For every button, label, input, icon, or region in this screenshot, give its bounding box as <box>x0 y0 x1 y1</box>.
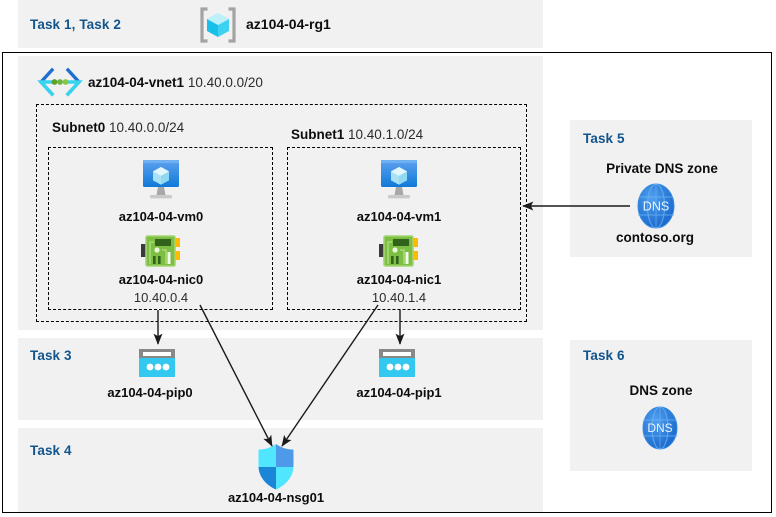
network-security-group-shield-icon <box>256 443 296 491</box>
virtual-machine-icon <box>135 157 187 203</box>
vm1-name: az104-04-vm1 <box>356 209 442 224</box>
nic0-name: az104-04-nic0 <box>118 272 204 287</box>
vm0-name: az104-04-vm0 <box>118 209 204 224</box>
task6-label: Task 6 <box>583 348 625 363</box>
task4-label: Task 4 <box>30 443 72 458</box>
task5-zone-name: contoso.org <box>616 230 694 245</box>
network-interface-icon <box>379 234 419 268</box>
task3-panel <box>18 338 543 420</box>
resource-group-name: az104-04-rg1 <box>246 16 331 32</box>
nsg-name: az104-04-nsg01 <box>227 490 325 505</box>
subnet1-header: Subnet1 10.40.1.0/24 <box>291 127 423 142</box>
nic0-ip: 10.40.0.4 <box>133 290 189 305</box>
subnet0-box <box>48 147 273 310</box>
dns-icon-text: DNS <box>643 200 669 214</box>
network-interface-icon <box>141 234 181 268</box>
subnet0-address-prefix: 10.40.0.0/24 <box>109 120 185 135</box>
vnet-panel <box>18 56 543 330</box>
dns-zone-globe-icon: DNS <box>631 182 681 230</box>
task3-label: Task 3 <box>30 348 72 363</box>
task6-heading: DNS zone <box>629 383 693 398</box>
subnet1-name: Subnet1 <box>291 127 345 142</box>
nic1-ip: 10.40.1.4 <box>371 290 427 305</box>
task5-label: Task 5 <box>583 131 625 146</box>
dns-icon-text: DNS <box>647 421 672 435</box>
virtual-machine-icon <box>373 157 425 203</box>
virtual-network-icon <box>37 67 83 97</box>
task1-task2-label: Task 1, Task 2 <box>30 17 121 32</box>
pip0-name: az104-04-pip0 <box>107 385 193 400</box>
resource-group-icon <box>199 7 237 43</box>
subnet0-header: Subnet0 10.40.0.0/24 <box>52 120 184 135</box>
subnet0-name: Subnet0 <box>52 120 106 135</box>
nic1-name: az104-04-nic1 <box>356 272 442 287</box>
vnet-name: az104-04-vnet1 <box>88 75 185 90</box>
subnet1-address-prefix: 10.40.1.0/24 <box>348 127 424 142</box>
vnet-header: az104-04-vnet1 10.40.0.0/20 <box>88 75 263 90</box>
pip1-name: az104-04-pip1 <box>356 385 442 400</box>
public-ip-address-icon <box>377 347 417 379</box>
vnet-address-space: 10.40.0.0/20 <box>187 75 263 90</box>
task1-task2-panel <box>18 0 543 48</box>
task5-heading: Private DNS zone <box>606 161 718 176</box>
public-ip-address-icon <box>137 347 177 379</box>
subscription-outer-border <box>2 52 772 513</box>
dns-zone-globe-icon: DNS <box>637 405 683 451</box>
subnet1-box <box>287 147 521 310</box>
